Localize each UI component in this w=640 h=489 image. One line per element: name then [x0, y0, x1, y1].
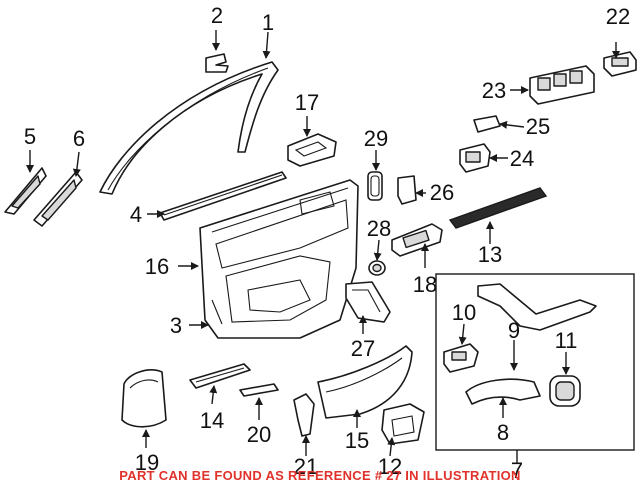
part-27-pull-handle [345, 281, 391, 323]
callout-22: 22 [606, 4, 630, 29]
part-10-bezel [443, 343, 479, 373]
part-21-bracket [293, 393, 315, 437]
callout-28: 28 [367, 216, 391, 241]
callout-14: 14 [200, 408, 224, 433]
part-25-switch [473, 115, 501, 133]
callout-27: 27 [351, 336, 375, 361]
callout-1: 1 [262, 10, 274, 35]
part-8-handle [465, 378, 541, 405]
part-6-mirror-cover [33, 171, 83, 227]
part-3-door-panel [199, 179, 359, 339]
part-2-bracket [205, 53, 229, 73]
part-14-armrest-piece [189, 363, 251, 389]
callout-12: 12 [378, 454, 402, 479]
part-7-inset-box [435, 273, 635, 451]
callout-2: 2 [211, 3, 223, 28]
callout-29: 29 [364, 126, 388, 151]
callout-9: 9 [508, 318, 520, 343]
callout-5: 5 [24, 124, 36, 149]
part-26-clip [397, 175, 417, 205]
part-28-knob [368, 260, 386, 276]
callout-20: 20 [247, 422, 271, 447]
callout-10: 10 [452, 300, 476, 325]
callout-13: 13 [478, 242, 502, 267]
callout-6: 6 [73, 126, 85, 151]
callout-19: 19 [135, 450, 159, 475]
callout-25: 25 [526, 114, 550, 139]
part-24-switch-housing [459, 143, 491, 173]
part-15-armrest-trim [317, 345, 413, 419]
callout-21: 21 [294, 454, 318, 479]
reference-note: PART CAN BE FOUND AS REFERENCE # 27 IN I… [119, 468, 521, 483]
part-20-strip [239, 383, 279, 397]
part-23-switch-block [529, 65, 595, 105]
part-18-switch-panel [391, 223, 443, 257]
part-19-speaker-cover [121, 369, 167, 428]
callout-15: 15 [345, 428, 369, 453]
callout-18: 18 [413, 272, 437, 297]
callout-17: 17 [295, 90, 319, 115]
callout-4: 4 [130, 202, 142, 227]
callout-3: 3 [170, 313, 182, 338]
part-29-handle-cover [367, 171, 383, 201]
part-17-switch-housing [287, 133, 337, 167]
part-1-window-trim [99, 61, 279, 195]
callout-26: 26 [430, 180, 454, 205]
part-9-handle-trim [477, 283, 597, 331]
callout-8: 8 [497, 420, 509, 445]
callout-24: 24 [510, 146, 534, 171]
callout-7: 7 [511, 458, 523, 483]
part-5-corner-cover [4, 167, 47, 215]
part-13-trim-strip [448, 187, 548, 229]
callout-11: 11 [555, 328, 578, 353]
leader-lines [26, 30, 620, 464]
part-11-cap [549, 375, 581, 407]
callout-16: 16 [145, 254, 169, 279]
callout-23: 23 [482, 78, 506, 103]
part-12-bracket [381, 403, 425, 445]
part-22-switch [603, 51, 637, 77]
